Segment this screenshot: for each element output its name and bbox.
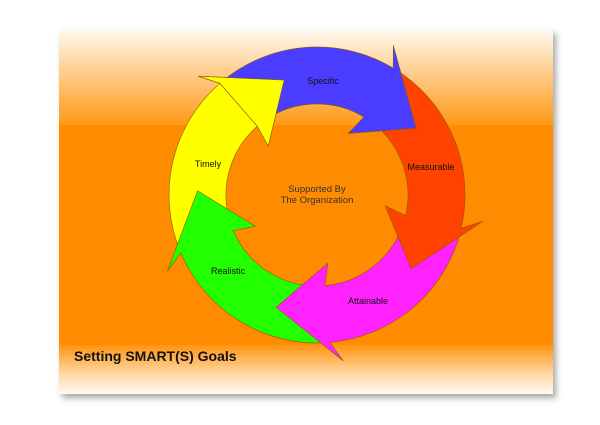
center-text-line-2: The Organization bbox=[280, 195, 354, 206]
center-text-line-1: Supported By bbox=[288, 184, 346, 195]
step-label-realistic: Realistic bbox=[210, 266, 246, 276]
step-label-attainable: Attainable bbox=[347, 296, 389, 306]
center-text: Supported By The Organization bbox=[281, 184, 354, 206]
slide-bottom-gradient bbox=[59, 345, 553, 394]
step-label-timely: Timely bbox=[194, 159, 222, 169]
slide-title: Setting SMART(S) Goals bbox=[74, 348, 237, 364]
step-label-measurable: Measurable bbox=[407, 162, 455, 172]
step-label-specific: Specific bbox=[307, 76, 339, 86]
arrow-timely-head bbox=[198, 75, 285, 148]
